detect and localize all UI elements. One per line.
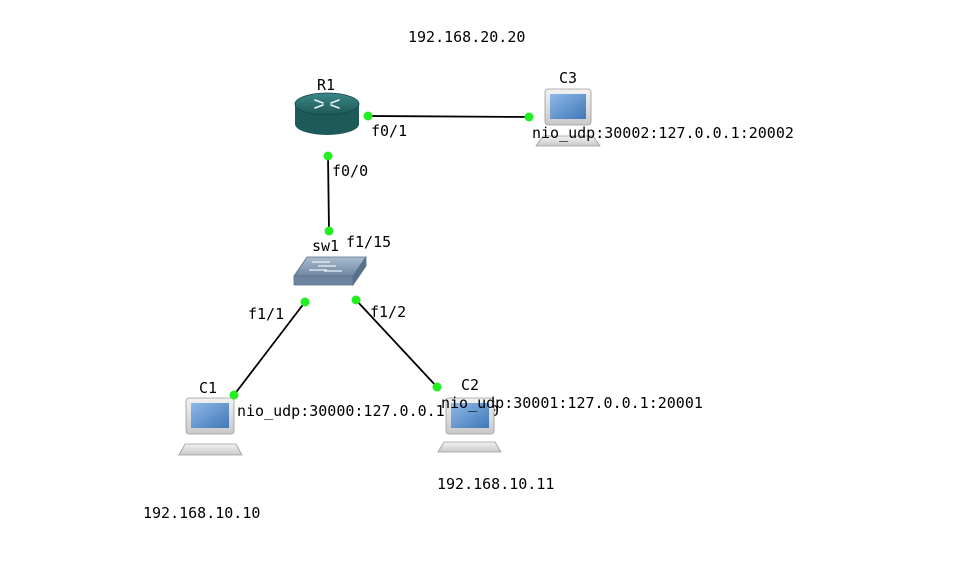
pc-c2[interactable]: C2 nio_udp:30001:127.0.0.1:20001: [437, 376, 703, 453]
port-label-r1-f01: f0/1: [371, 122, 407, 140]
router-r1-label: R1: [317, 76, 335, 94]
port-labels: f0/1 f0/0 f1/15 f1/1 f1/2: [248, 122, 407, 323]
ip-note-c1[interactable]: 192.168.10.10: [143, 504, 260, 522]
port-dot[interactable]: [363, 111, 373, 121]
pc-c1-nio: nio_udp:30000:127.0.0.1:20000: [237, 402, 499, 420]
pc-c2-label: C2: [461, 376, 479, 394]
port-dot[interactable]: [229, 390, 239, 400]
port-label-sw1-f11: f1/1: [248, 305, 284, 323]
port-label-sw1-f115: f1/15: [346, 233, 391, 251]
pc-c3-label: C3: [559, 69, 577, 87]
pc-icon: [437, 397, 502, 453]
port-dot[interactable]: [323, 151, 333, 161]
link-r1-c3[interactable]: [367, 115, 530, 118]
port-label-sw1-f12: f1/2: [370, 303, 406, 321]
port-dots: [229, 111, 534, 400]
port-dot[interactable]: [524, 112, 534, 122]
link-r1-sw1[interactable]: [327, 155, 330, 232]
port-dot[interactable]: [300, 297, 310, 307]
pc-c1[interactable]: C1 nio_udp:30000:127.0.0.1:20000: [178, 379, 499, 456]
link-sw1-c2[interactable]: [355, 299, 438, 388]
ip-note-c2[interactable]: 192.168.10.11: [437, 475, 554, 493]
pc-icon: [535, 88, 601, 147]
switch-icon: [293, 255, 367, 287]
port-dot[interactable]: [324, 226, 334, 236]
switch-sw1-label: sw1: [312, 237, 339, 255]
pc-c2-nio: nio_udp:30001:127.0.0.1:20001: [441, 394, 703, 412]
ip-notes: 192.168.20.20 192.168.10.10 192.168.10.1…: [143, 28, 554, 522]
link-sw1-c1[interactable]: [233, 301, 306, 396]
pc-icon: [178, 397, 243, 456]
switch-sw1[interactable]: sw1: [293, 237, 367, 287]
router-icon: [294, 92, 360, 135]
port-dot[interactable]: [432, 382, 442, 392]
pc-c3[interactable]: C3 nio_udp:30002:127.0.0.1:20002: [532, 69, 794, 147]
router-r1[interactable]: R1: [294, 76, 360, 135]
pc-c1-label: C1: [199, 379, 217, 397]
ip-note-r1[interactable]: 192.168.20.20: [408, 28, 525, 46]
pc-c3-nio: nio_udp:30002:127.0.0.1:20002: [532, 124, 794, 142]
port-label-r1-f00: f0/0: [332, 162, 368, 180]
port-dot[interactable]: [351, 295, 361, 305]
links: [233, 115, 530, 396]
